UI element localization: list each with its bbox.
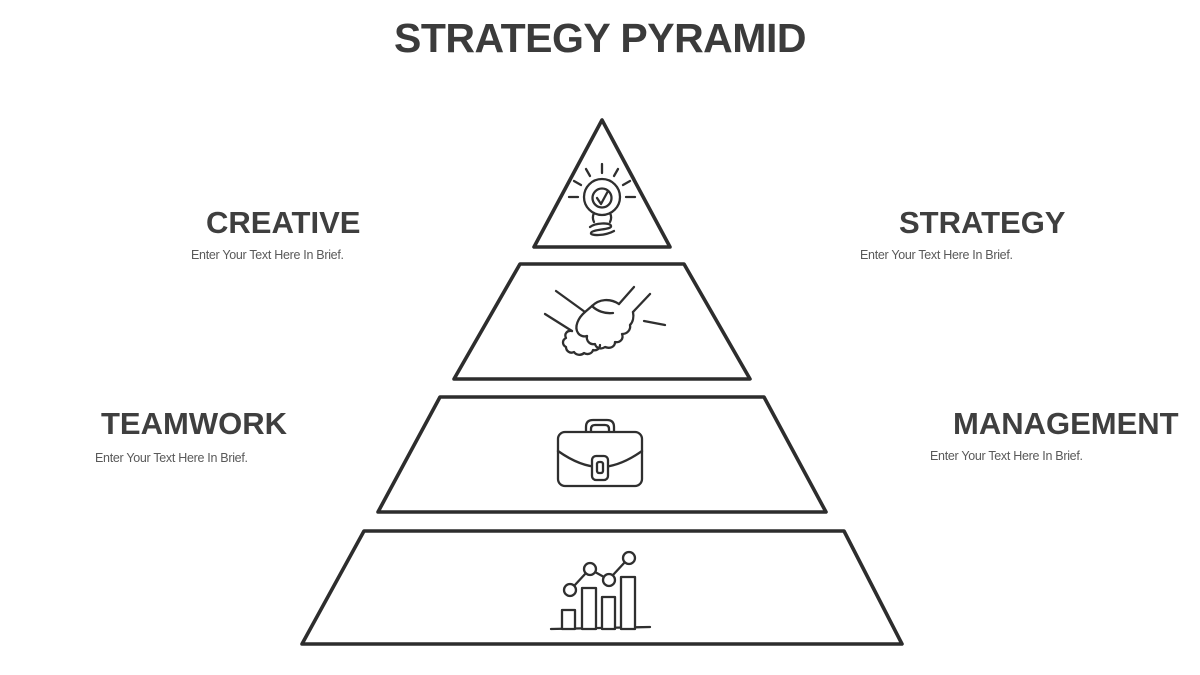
page-title[interactable]: STRATEGY PYRAMID: [394, 15, 806, 61]
pyramid-level-2-trapezoid[interactable]: [452, 262, 752, 381]
label-teamwork-heading[interactable]: TEAMWORK: [101, 406, 287, 441]
label-management-subtext[interactable]: Enter Your Text Here In Brief.: [930, 449, 1083, 463]
briefcase-icon: [556, 418, 644, 488]
label-strategy-heading[interactable]: STRATEGY: [899, 205, 1066, 240]
label-management-heading[interactable]: MANAGEMENT: [953, 406, 1179, 441]
label-strategy-subtext[interactable]: Enter Your Text Here In Brief.: [860, 248, 1013, 262]
label-creative-subtext[interactable]: Enter Your Text Here In Brief.: [191, 248, 344, 262]
pyramid-level-4-trapezoid[interactable]: [300, 529, 904, 646]
bar-chart-trend-icon: [549, 550, 652, 631]
label-teamwork-subtext[interactable]: Enter Your Text Here In Brief.: [95, 451, 248, 465]
label-creative-heading[interactable]: CREATIVE: [206, 205, 361, 240]
lightbulb-check-icon: [567, 162, 637, 237]
handshake-icon: [543, 285, 667, 356]
